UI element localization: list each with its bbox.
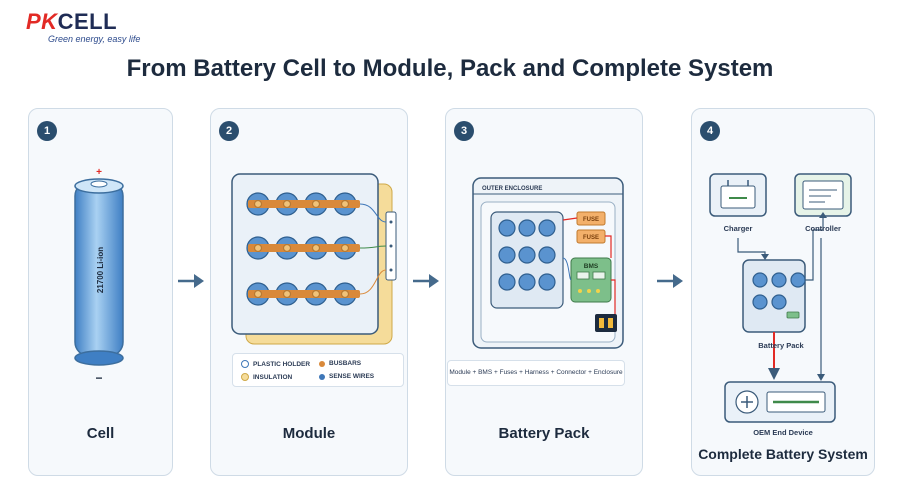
busbar <box>248 200 360 208</box>
page-title: From Battery Cell to Module, Pack and Co… <box>126 55 774 82</box>
positive-terminal: + <box>96 167 102 178</box>
pack-caption: Module + BMS + Fuses + Harness + Connect… <box>447 360 625 386</box>
cell-circle <box>253 289 263 299</box>
cell-text: 21700 Li-ion <box>96 247 105 293</box>
legend-label: SENSE WIRES <box>329 373 375 380</box>
stage-number-badge: 3 <box>454 121 474 141</box>
cell-circle <box>253 199 263 209</box>
system-battery-pack <box>742 259 806 333</box>
charger-connection <box>737 238 766 258</box>
cell-circle <box>752 272 768 288</box>
brand-tagline: Green energy, easy life <box>48 34 141 44</box>
legend-label: PLASTIC HOLDER <box>253 360 311 368</box>
legend-label: INSULATION <box>253 373 293 381</box>
legend-item: INSULATION <box>241 373 292 381</box>
legend-item: BUSBARS <box>319 360 361 367</box>
cell-circle <box>498 219 516 237</box>
stage-number-badge: 4 <box>700 121 720 141</box>
brand-logo: PKCELL Green energy, easy life <box>26 10 141 45</box>
bms-label: BMS <box>584 263 599 270</box>
cell-circle <box>752 294 768 310</box>
busbar <box>248 244 360 252</box>
cell-circle <box>538 273 556 291</box>
brand-name-part1: PK <box>26 9 58 34</box>
pack-connector <box>595 314 617 332</box>
negative-terminal: − <box>95 371 102 385</box>
pack-cell-array <box>498 219 556 291</box>
arrow-right-icon <box>657 274 683 288</box>
cell-circle <box>538 219 556 237</box>
cell-circle <box>771 294 787 310</box>
cell-circle <box>498 246 516 264</box>
stage-label-module: Module <box>282 425 336 442</box>
cell-circle <box>311 243 321 253</box>
charger-label: Charger <box>723 224 753 233</box>
cell-circle <box>790 272 806 288</box>
enclosure-label: OUTER ENCLOSURE <box>482 186 542 192</box>
cell-circle <box>282 289 292 299</box>
cell-circle <box>538 246 556 264</box>
arrow-right-icon <box>178 274 204 288</box>
cell-circle <box>282 243 292 253</box>
legend-item: PLASTIC HOLDER <box>241 360 310 368</box>
brand-name-part2: CELL <box>57 9 118 34</box>
pack-illustration: OUTER ENCLOSURE FUSE FUSE BMS <box>472 177 624 349</box>
battery-pack-label: Battery Pack <box>758 341 804 350</box>
module-illustration <box>231 173 397 345</box>
cell-circle <box>282 199 292 209</box>
fuse-label: FUSE <box>583 235 599 241</box>
system-illustration <box>709 173 852 423</box>
legend-item: SENSE WIRES <box>319 373 374 380</box>
stage-label-system: Complete Battery System <box>698 446 868 462</box>
cell-circle <box>518 273 536 291</box>
cell-bottom <box>74 350 124 366</box>
stage-number-badge: 1 <box>37 121 57 141</box>
stage-label-pack: Battery Pack <box>498 425 590 442</box>
cell-circle <box>340 243 350 253</box>
sense-wire <box>359 269 387 295</box>
cell-illustration: + − 21700 Li-ion <box>74 167 124 385</box>
controller-label: Controller <box>805 224 841 233</box>
module-legend: PLASTIC HOLDER BUSBARS INSULATION SENSE … <box>232 353 404 387</box>
cell-circle <box>311 289 321 299</box>
sense-wire <box>359 203 387 223</box>
system-cell-array <box>752 272 806 310</box>
cell-array <box>246 192 360 306</box>
cell-circle <box>340 289 350 299</box>
busbar <box>248 290 360 298</box>
stage-label-cell: Cell <box>86 425 115 442</box>
cell-circle <box>771 272 787 288</box>
brand-wordmark: PKCELL <box>26 10 140 34</box>
cell-circle <box>311 199 321 209</box>
cell-circle <box>498 273 516 291</box>
controller-connection <box>805 216 824 281</box>
sense-wire <box>359 245 387 249</box>
stage-number-badge: 2 <box>219 121 239 141</box>
arrow-right-icon <box>413 274 439 288</box>
cell-circle <box>518 219 536 237</box>
cell-circle <box>518 246 536 264</box>
legend-label: BUSBARS <box>329 360 362 367</box>
fuse-label: FUSE <box>583 217 599 223</box>
cell-circle <box>340 199 350 209</box>
cell-circle <box>253 243 263 253</box>
positive-cap <box>90 180 108 188</box>
oem-device-label: OEM End Device <box>753 428 813 437</box>
